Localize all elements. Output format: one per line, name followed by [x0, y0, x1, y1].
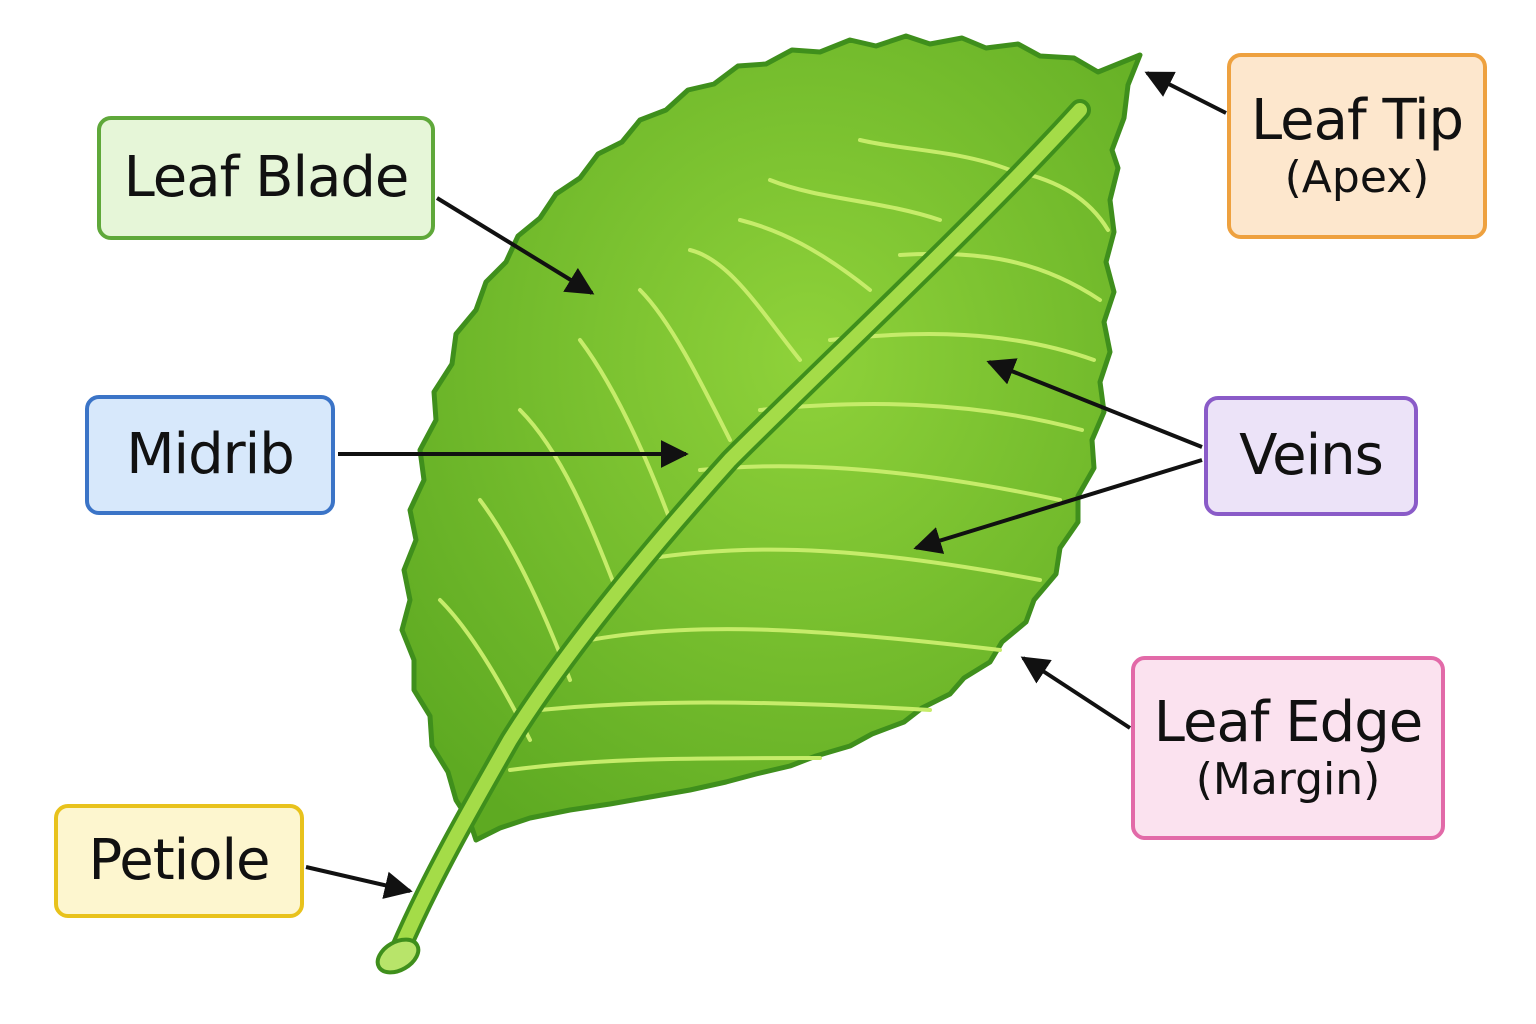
label-petiole: Petiole — [54, 804, 304, 918]
arrow-leaf-blade — [435, 196, 595, 295]
midrib-fill — [393, 103, 1087, 957]
label-midrib: Midrib — [85, 395, 335, 515]
label-leaf-tip: Leaf Tip (Apex) — [1227, 53, 1487, 239]
arrow-veins-upper — [986, 358, 1203, 449]
lateral-veins — [438, 138, 1110, 772]
label-leaf-edge-text: Leaf Edge — [1153, 689, 1423, 755]
arrow-leaf-tip — [1144, 71, 1227, 115]
arrows — [305, 71, 1227, 899]
arrow-petiole — [305, 865, 413, 899]
label-veins: Veins — [1204, 396, 1418, 516]
arrow-veins-lower — [913, 458, 1203, 554]
label-veins-text: Veins — [1239, 422, 1384, 488]
label-leaf-edge: Leaf Edge (Margin) — [1131, 656, 1445, 840]
label-leaf-blade: Leaf Blade — [97, 116, 435, 240]
label-leaf-edge-subtext: (Margin) — [1195, 753, 1381, 805]
label-leaf-tip-subtext: (Apex) — [1284, 151, 1430, 203]
label-midrib-text: Midrib — [126, 421, 295, 487]
label-leaf-tip-text: Leaf Tip — [1250, 87, 1464, 153]
label-petiole-text: Petiole — [88, 827, 270, 893]
arrow-leaf-edge — [1020, 656, 1132, 730]
label-leaf-blade-text: Leaf Blade — [123, 144, 410, 210]
petiole-end — [375, 937, 421, 975]
